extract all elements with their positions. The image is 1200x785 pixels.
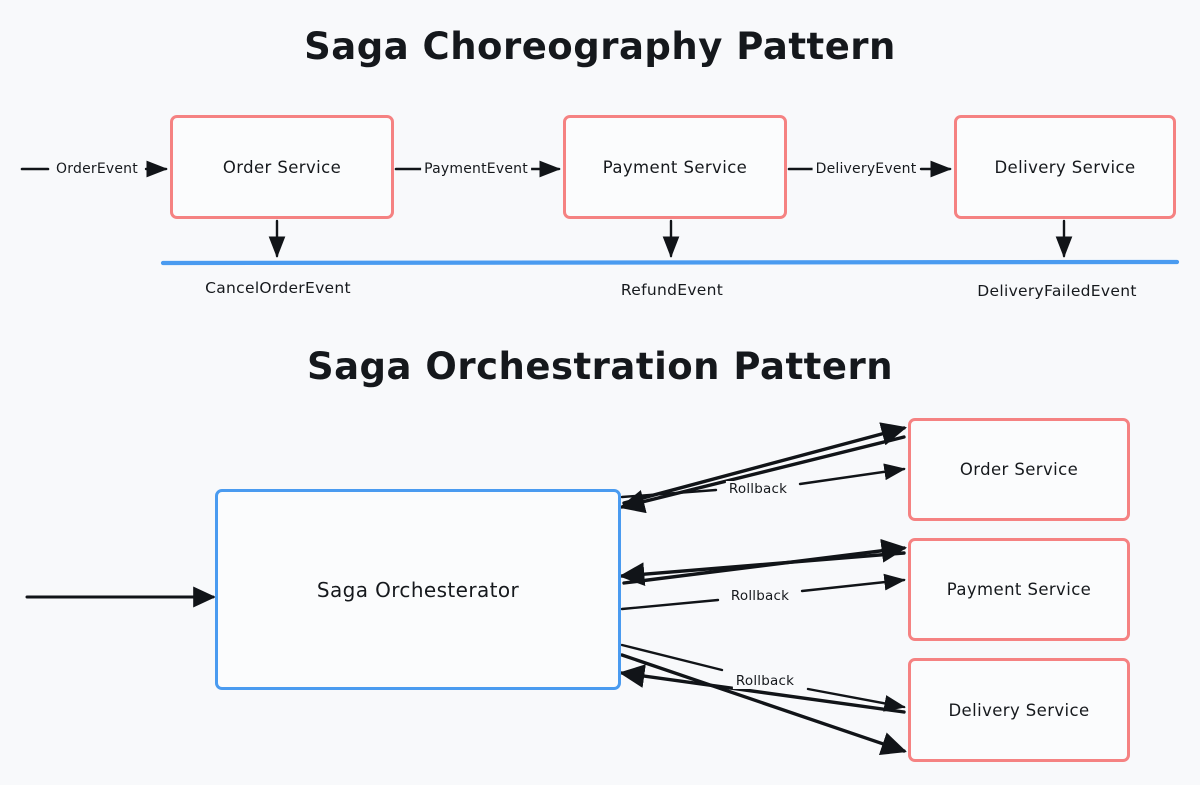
node-label: Delivery Service — [994, 157, 1136, 177]
node-label: Payment Service — [602, 157, 748, 177]
node-delivery-service-orchestration[interactable]: Delivery Service — [908, 658, 1130, 762]
node-label: Payment Service — [946, 580, 1092, 599]
edge-delivery-to-orchestrator — [618, 664, 906, 714]
edge-payment-to-orchestrator — [618, 551, 906, 587]
bus-label-delivery-failed-event: DeliveryFailedEvent — [977, 282, 1137, 300]
edge-label-delivery-event: DeliveryEvent — [812, 161, 920, 177]
edge-rollback-delivery — [620, 643, 906, 712]
node-label: Delivery Service — [948, 700, 1090, 720]
node-delivery-service-choreography[interactable]: Delivery Service — [954, 115, 1176, 219]
node-order-service-choreography[interactable]: Order Service — [170, 115, 394, 219]
edge-orchestrator-to-order — [622, 422, 907, 505]
node-payment-service-orchestration[interactable]: Payment Service — [908, 538, 1130, 641]
page-title-orchestration: Saga Orchestration Pattern — [306, 345, 894, 388]
node-label: Saga Orchesterator — [316, 577, 520, 602]
edge-order-to-orchestrator — [619, 435, 906, 514]
edge-orchestrator-to-delivery — [620, 653, 907, 756]
edge-label-payment-event: PaymentEvent — [421, 161, 531, 177]
edge-label-rollback-payment: Rollback — [727, 588, 793, 604]
edge-label-rollback-order: Rollback — [725, 481, 791, 497]
node-label: Order Service — [959, 460, 1079, 479]
bus-label-cancel-order-event: CancelOrderEvent — [205, 279, 351, 297]
node-order-service-orchestration[interactable]: Order Service — [908, 418, 1130, 521]
node-payment-service-choreography[interactable]: Payment Service — [563, 115, 787, 219]
bus-label-refund-event: RefundEvent — [620, 281, 724, 299]
edge-rollback-payment — [620, 573, 906, 611]
node-saga-orchestrator[interactable]: Saga Orchesterator — [215, 489, 621, 690]
page-title-choreography: Saga Choreography Pattern — [304, 25, 896, 68]
edge-label-rollback-delivery: Rollback — [732, 673, 798, 689]
node-label: Order Service — [222, 157, 342, 177]
edge-rollback-order — [620, 463, 906, 499]
event-bus-line — [160, 259, 1180, 266]
edge-label-order-event: OrderEvent — [53, 161, 141, 177]
